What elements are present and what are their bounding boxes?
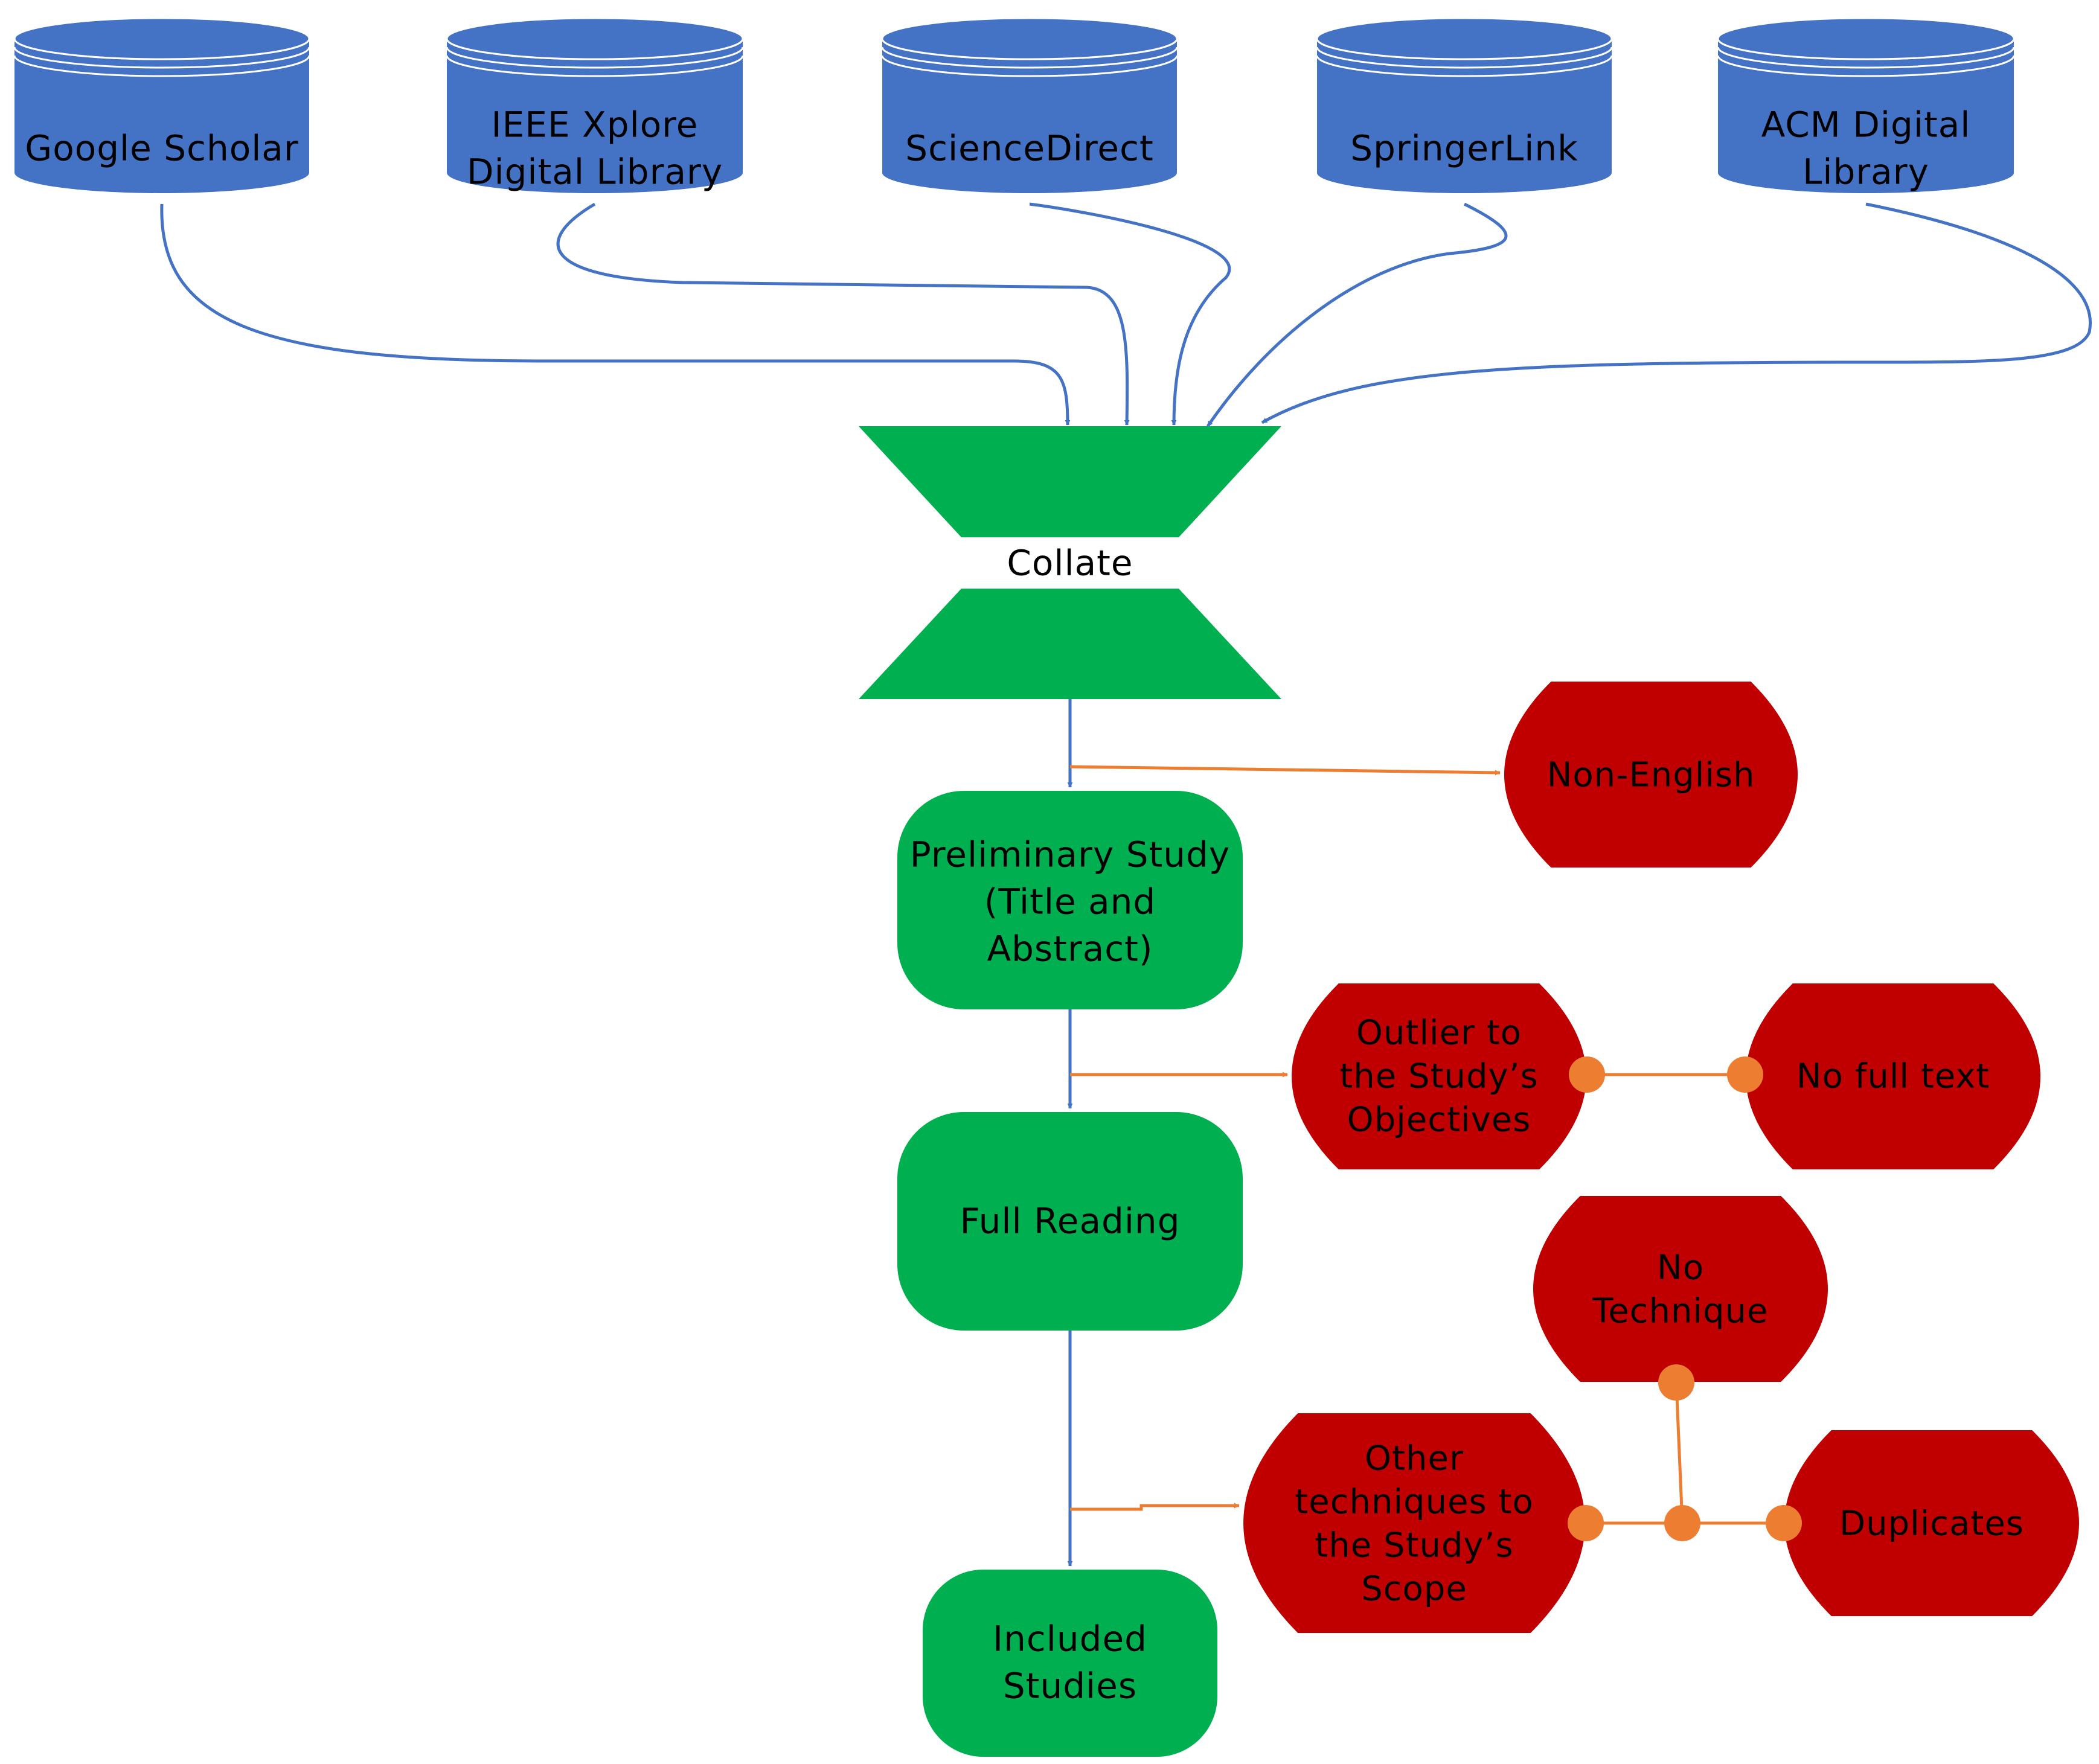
exclusion-label-non-english-line: Non-English bbox=[1546, 756, 1755, 795]
exclusion-shape-no-technique bbox=[1532, 1195, 1829, 1383]
database-label-sciencedirect: ScienceDirect bbox=[905, 127, 1154, 168]
exclusion-label-no-full-text: No full text bbox=[1796, 1057, 1990, 1096]
database-rim bbox=[1316, 55, 1613, 77]
exclusion-label-outlier-line: Outlier to bbox=[1356, 1014, 1522, 1053]
exclusion-label-no-technique-line: No bbox=[1657, 1248, 1704, 1288]
database-rim bbox=[881, 55, 1178, 77]
database-label-ieee-line: Digital Library bbox=[467, 151, 723, 192]
database-top bbox=[1717, 17, 2015, 60]
link-hub-no-technique bbox=[1674, 1382, 1684, 1524]
exclusion-shape-outlier bbox=[1290, 982, 1588, 1171]
database-rim bbox=[13, 46, 310, 69]
database-label-google: Google Scholar bbox=[25, 127, 298, 168]
collate-lower-shape bbox=[859, 589, 1281, 699]
process-label-preliminary-line: Abstract) bbox=[987, 928, 1153, 969]
collate-node bbox=[859, 426, 1281, 699]
exclusion-label-other-techniques-line: the Study’s bbox=[1315, 1526, 1513, 1565]
database-top bbox=[881, 17, 1178, 60]
exclusion-label-outlier-line: the Study’s bbox=[1339, 1057, 1538, 1096]
database-label-acm-line: Library bbox=[1803, 151, 1929, 192]
process-box-included bbox=[923, 1570, 1217, 1757]
database-rim bbox=[446, 55, 744, 77]
database-body bbox=[1317, 18, 1612, 193]
database-springer bbox=[1316, 17, 1613, 193]
conn-to-non-english bbox=[1069, 765, 1501, 776]
collate-label: Collate bbox=[1007, 542, 1133, 583]
database-label-springer-line: SpringerLink bbox=[1350, 127, 1578, 168]
exclusion-label-outlier-line: Objectives bbox=[1347, 1101, 1531, 1140]
exclusion-label-duplicates: Duplicates bbox=[1839, 1504, 2024, 1544]
database-rim bbox=[1717, 55, 2015, 77]
database-rim bbox=[1717, 46, 2015, 69]
process-label-preliminary-line: Preliminary Study bbox=[910, 834, 1230, 875]
connector-dots bbox=[1568, 1056, 1802, 1541]
database-top bbox=[1316, 17, 1613, 60]
database-ieee bbox=[446, 17, 744, 193]
database-label-sciencedirect-line: ScienceDirect bbox=[905, 127, 1154, 168]
database-top bbox=[13, 17, 310, 60]
collate-upper-shape bbox=[859, 426, 1281, 537]
dot-no-full-text bbox=[1727, 1056, 1763, 1093]
database-top bbox=[446, 17, 744, 60]
process-box-full-reading bbox=[897, 1112, 1243, 1331]
dot-duplicates bbox=[1766, 1505, 1802, 1541]
dot-other-techniques bbox=[1568, 1505, 1604, 1541]
exclusion-label-other-techniques-line: Scope bbox=[1361, 1570, 1467, 1609]
database-label-ieee-line: IEEE Xplore bbox=[492, 104, 699, 145]
exclusion-label-no-full-text-line: No full text bbox=[1796, 1057, 1990, 1096]
dot-junction bbox=[1664, 1505, 1700, 1541]
exclusion-label-other-techniques-line: Other bbox=[1365, 1439, 1464, 1478]
conn-ieee-collate bbox=[556, 202, 1130, 426]
process-label-included-line: Included bbox=[993, 1618, 1147, 1659]
process-label-full-reading-line: Full Reading bbox=[960, 1200, 1180, 1241]
exclusion-label-no-technique-line: Technique bbox=[1592, 1292, 1769, 1331]
process-label-included-line: Studies bbox=[1003, 1665, 1137, 1706]
exclusion-label-non-english: Non-English bbox=[1546, 756, 1755, 795]
database-acm bbox=[1717, 17, 2015, 193]
exclusion-label-other-techniques-line: techniques to bbox=[1295, 1483, 1533, 1522]
process-box-preliminary bbox=[897, 791, 1243, 1009]
database-rim bbox=[1316, 46, 1613, 69]
database-body bbox=[14, 18, 309, 193]
database-label-acm-line: ACM Digital bbox=[1761, 104, 1971, 145]
database-body bbox=[447, 18, 743, 193]
exclusion-shape-non-english bbox=[1503, 680, 1799, 869]
database-rim bbox=[881, 46, 1178, 69]
database-label-google-line: Google Scholar bbox=[25, 127, 298, 168]
database-sciencedirect bbox=[881, 17, 1178, 193]
database-rim bbox=[13, 55, 310, 77]
exclusion-label-duplicates-line: Duplicates bbox=[1839, 1504, 2024, 1544]
database-label-springer: SpringerLink bbox=[1350, 127, 1578, 168]
database-body bbox=[1718, 18, 2014, 193]
process-label-preliminary-line: (Title and bbox=[984, 881, 1156, 922]
conn-to-other-techniques bbox=[1070, 1503, 1240, 1511]
conn-google-collate bbox=[160, 203, 1071, 426]
exclusion-shape-no-full-text bbox=[1745, 982, 2042, 1171]
database-google bbox=[13, 17, 310, 193]
exclusion-shape-other-techniques bbox=[1242, 1412, 1586, 1634]
exclusion-shape-duplicates bbox=[1783, 1429, 2080, 1617]
conn-springer-collate bbox=[1206, 202, 1508, 427]
conn-sciencedirect-collate bbox=[1029, 202, 1231, 426]
dot-outlier bbox=[1569, 1056, 1605, 1093]
database-body bbox=[882, 18, 1177, 193]
database-rim bbox=[446, 46, 744, 69]
process-label-full-reading: Full Reading bbox=[960, 1200, 1180, 1241]
conn-acm-collate bbox=[1261, 202, 2092, 424]
dot-no-technique bbox=[1658, 1364, 1694, 1401]
